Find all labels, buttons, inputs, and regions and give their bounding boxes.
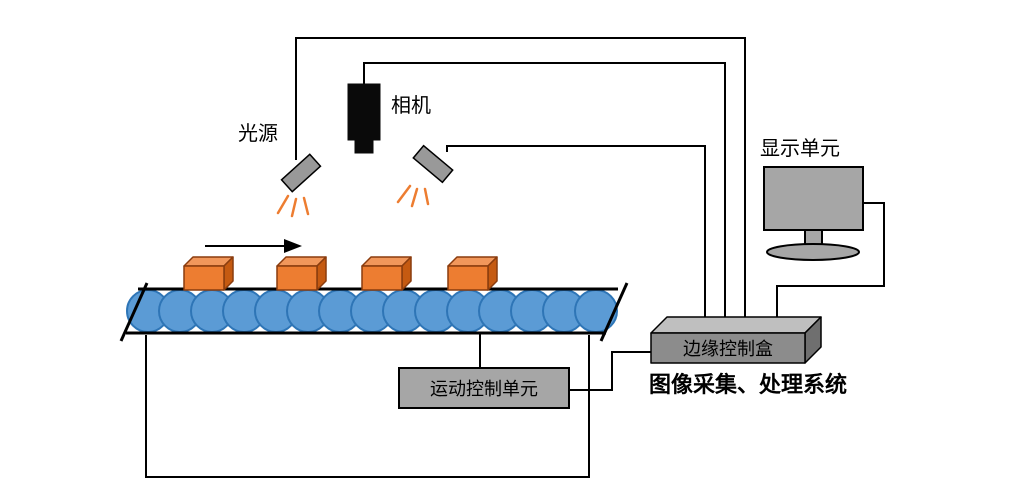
light-rays — [276, 194, 310, 218]
package-box — [361, 256, 412, 291]
package-front-face — [447, 265, 489, 291]
cable-right-light-to-edge-box — [446, 145, 706, 331]
edge-box-top-face — [650, 316, 822, 334]
motion-control-unit: 运动控制单元 — [398, 367, 570, 409]
monitor-screen — [763, 166, 864, 231]
conveyor-belt — [119, 282, 629, 342]
cable-camera-to-edge-box — [363, 62, 726, 331]
conveyor-rollers — [126, 289, 618, 333]
light-source-left — [276, 153, 322, 218]
display-unit: 显示单元 — [760, 137, 864, 261]
package-front-face — [361, 265, 403, 291]
edge-box-front-face — [650, 332, 806, 364]
cable-monitor-to-edge-box — [776, 202, 885, 331]
light-ray — [396, 184, 412, 204]
arrow-head — [284, 239, 302, 253]
roller — [574, 289, 618, 333]
camera-label: 相机 — [391, 94, 431, 117]
edge-control-label: 边缘控制盒 — [683, 339, 773, 359]
packages — [183, 256, 498, 291]
edge-control-box: 边缘控制盒 — [650, 316, 822, 364]
image-system-label: 图像采集、处理系统 — [649, 372, 847, 397]
package-front-face — [276, 265, 318, 291]
camera-body — [347, 83, 381, 141]
light-ray — [290, 197, 298, 218]
light-lamp-icon — [280, 153, 322, 193]
cable-left-light-to-edge-box — [295, 37, 746, 331]
belt-left-end — [119, 282, 149, 342]
cable-motion-unit-to-edge-box — [569, 351, 653, 391]
package-front-face — [183, 265, 225, 291]
package-box — [447, 256, 498, 291]
light-lamp-icon — [412, 144, 454, 184]
light-ray — [302, 196, 310, 216]
package-box — [276, 256, 327, 291]
light-source-right — [396, 144, 454, 208]
light-ray — [410, 187, 419, 208]
package-box — [183, 256, 234, 291]
camera-icon — [347, 83, 381, 154]
light-ray — [276, 194, 290, 215]
direction-arrow — [205, 239, 302, 253]
motion-control-box — [398, 367, 570, 409]
light-rays — [396, 184, 430, 208]
cables — [295, 37, 885, 391]
conveyor-stand — [145, 335, 590, 478]
camera-lens-mount — [354, 139, 374, 154]
light-source-label: 光源 — [238, 122, 278, 145]
light-ray — [423, 187, 430, 206]
monitor-base — [766, 243, 860, 261]
display-unit-label: 显示单元 — [760, 137, 840, 160]
belt-right-end — [599, 282, 629, 342]
motion-control-label: 运动控制单元 — [430, 379, 538, 399]
